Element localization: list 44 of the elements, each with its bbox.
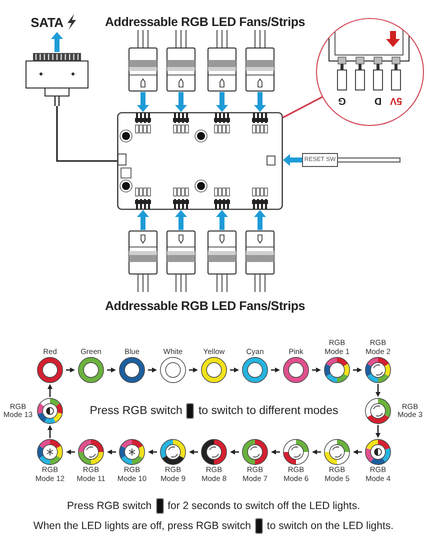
arrow [137, 210, 149, 230]
heading: Addressable RGB LED Fans/Strips [104, 15, 306, 29]
arrow [312, 368, 321, 372]
arrow [216, 92, 228, 112]
arrow [216, 210, 228, 230]
arrow [175, 92, 187, 112]
instruction-text: Press RGB switch [90, 405, 182, 417]
arrow [230, 368, 239, 372]
arrow [254, 92, 266, 112]
arrow [254, 210, 266, 230]
arrow [189, 450, 198, 454]
arrow [51, 32, 63, 52]
arrow [107, 368, 116, 372]
arrow [48, 384, 52, 397]
connector-label: SATA [30, 14, 64, 30]
arrow [175, 210, 187, 230]
arrow [312, 450, 321, 454]
arrow [148, 368, 157, 372]
connector-line [282, 96, 323, 118]
instruction-text: for 2 seconds to switch off the LED lights. [168, 500, 360, 512]
connector-line [56, 106, 117, 162]
arrow [353, 368, 362, 372]
instruction-text: Press RGB switch [66, 500, 152, 512]
arrow [376, 384, 380, 397]
heading: Addressable RGB LED Fans/Strips [104, 299, 306, 313]
instruction-text: to switch on the LED lights. [266, 520, 394, 532]
arrow [353, 450, 362, 454]
arrow [107, 450, 116, 454]
instruction-text: to switch to different modes [198, 405, 338, 417]
arrow [189, 368, 198, 372]
arrow [376, 425, 380, 438]
pin-label: D [373, 95, 383, 106]
arrow [48, 425, 52, 438]
instruction-text: When the LED lights are off, press RGB switch [33, 520, 251, 532]
arrow [283, 154, 302, 166]
pin-label: 5V [388, 95, 404, 106]
arrow [230, 450, 239, 454]
arrow [66, 368, 75, 372]
arrow [271, 368, 280, 372]
arrow [66, 450, 75, 454]
arrow [137, 92, 149, 112]
pin-label: G [337, 95, 347, 106]
arrow [148, 450, 157, 454]
arrow [271, 450, 280, 454]
